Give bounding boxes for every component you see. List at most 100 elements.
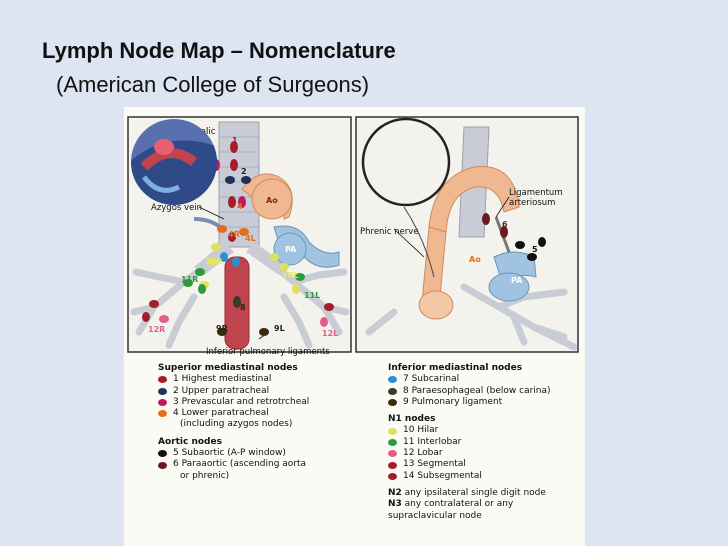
station-8-label: 8 [240, 303, 246, 312]
station-4r-label: 4R [228, 230, 240, 239]
legend-n3-line: N3 any contralateral or any [388, 499, 551, 510]
node-station-12r [159, 315, 169, 323]
magnified-inset [131, 119, 217, 205]
legend-item: 8 Paraesophageal (below carina) [388, 386, 551, 397]
legend-item: 5 Subaortic (A-P window) [158, 448, 309, 459]
legend-item-label: 12 Lobar [403, 448, 443, 459]
inferior-ligaments-label: Inferior pulmonary ligaments [206, 347, 330, 357]
magnified-inset-ring [361, 117, 451, 207]
legend-dot [388, 438, 397, 446]
right-view-aorta-cut [418, 290, 454, 320]
legend-dot [158, 387, 167, 395]
legend-item: 12 Lobar [388, 448, 551, 459]
lymph-node-figure: Brachiocephalic artery Azygos vein Infer… [124, 107, 585, 546]
legend-item-label: 6 Paraaortic (ascending aorta [173, 459, 307, 470]
right-view-aortic-arch [428, 166, 520, 233]
legend-item: 7 Subcarinal [388, 374, 551, 385]
station-5-label: 5 [532, 245, 538, 254]
legend-dot [388, 472, 397, 480]
legend-n1-heading: N1 nodes [388, 414, 436, 425]
node-station-5 [515, 241, 525, 249]
node-station-4r [217, 225, 227, 233]
legend-n3-text: any contralateral or any [401, 499, 514, 510]
legend-dot [388, 427, 397, 435]
station-1-label: 1 [232, 136, 238, 145]
legend-item-label: 10 Hilar [403, 425, 439, 436]
legend-dot [388, 376, 397, 384]
legend-item: 2 Upper paratracheal [158, 386, 309, 397]
pulmonary-artery-label: PA [285, 245, 297, 254]
node-station-7 [220, 252, 228, 262]
legend-superior-heading: Superior mediastinal nodes [158, 363, 298, 373]
right-leader-lines [393, 196, 510, 258]
station-9l-label: 9L [274, 324, 285, 333]
legend-item-label: 1 Highest mediastinal [173, 374, 272, 385]
node-station-1 [230, 141, 238, 153]
left-node-markers [142, 141, 334, 336]
node-station-14 [142, 312, 150, 322]
legend-item: 4 Lower paratracheal [158, 408, 309, 419]
legend-item: 14 Subsegmental [388, 471, 551, 482]
station-6-label: 6 [502, 220, 508, 229]
legend-item-label: 13 Segmental [403, 459, 466, 470]
legend-item-label: 8 Paraesophageal (below carina) [403, 385, 551, 396]
legend-item-label: 9 Pulmonary ligament [403, 396, 503, 407]
station-4-label: 4 [237, 202, 243, 211]
legend-item-label: 14 Subsegmental [403, 470, 482, 481]
station-12l-label: 12L [322, 329, 338, 338]
node-station-4r [228, 196, 236, 208]
node-station-10l [269, 253, 279, 261]
legend-dot [388, 450, 397, 458]
station-11r-label: 11R [181, 275, 198, 284]
legend-dot [158, 410, 167, 418]
ligamentum-label-2: arteriosum [509, 198, 555, 208]
legend-left-column: Superior mediastinal nodes 1 Highest med… [158, 363, 309, 482]
node-station-11l [295, 273, 305, 281]
node-station-13 [149, 300, 159, 308]
station-11l-label: 11L [304, 291, 320, 300]
node-station-7 [232, 257, 240, 267]
legend-item-label: 2 Upper paratracheal [173, 385, 270, 396]
anatomy-illustration: Brachiocephalic artery Azygos vein Infer… [127, 116, 579, 357]
legend-item-label: 3 Prevascular and retrotrcheal [173, 396, 310, 407]
station-10r-label: 10R [205, 257, 222, 266]
phrenic-nerve-label: Phrenic nerve [360, 227, 419, 237]
right-bronchial-tree [365, 283, 578, 351]
legend-n2-text: any ipsilateral single digit node [401, 487, 546, 498]
right-panel: Ligamentum arteriosum Phrenic nerve Ao P… [131, 116, 579, 353]
slide-title: Lymph Node Map – Nomenclature [42, 38, 396, 63]
legend-dot [388, 399, 397, 407]
node-station-2 [225, 176, 235, 184]
node-station-8 [233, 296, 241, 308]
legend-dot [388, 461, 397, 469]
azygos-vein-label: Azygos vein [151, 203, 202, 213]
legend-item-label: 7 Subcarinal [403, 374, 460, 385]
legend-dot [158, 450, 167, 458]
legend-aortic-heading: Aortic nodes [158, 436, 222, 447]
node-station-4r [228, 232, 236, 242]
legend-n3-note: supraclavicular node [388, 510, 482, 521]
slide-subtitle: (American College of Surgeons) [56, 72, 370, 97]
node-station-11r [198, 284, 206, 294]
legend-item: 6 Paraaortic (ascending aorta [158, 459, 309, 470]
legend-n3-key: N3 [388, 499, 402, 510]
legend-item-label: 11 Interlobar [403, 436, 462, 447]
node-station-5 [538, 237, 546, 247]
node-station-3 [238, 196, 246, 208]
aorta-label: Ao [266, 196, 278, 205]
node-station-13 [324, 303, 334, 311]
station-10l-label: 10L [282, 271, 298, 280]
station-2-label: 2 [241, 167, 247, 176]
legend-n2-line: N2 any ipsilateral single digit node [388, 488, 551, 499]
node-station-11r [183, 279, 193, 287]
node-station-6 [500, 226, 508, 238]
node-station-10r [207, 258, 217, 266]
node-station-4l [239, 228, 249, 236]
node-station-5 [527, 253, 537, 261]
node-station-9l [259, 328, 269, 336]
right-pa-label: PA [511, 276, 523, 285]
legend-dot [158, 461, 167, 469]
pulmonary-artery-vessel [273, 232, 307, 266]
station-12r-label: 12R [148, 325, 165, 334]
node-station-10l [279, 263, 289, 271]
